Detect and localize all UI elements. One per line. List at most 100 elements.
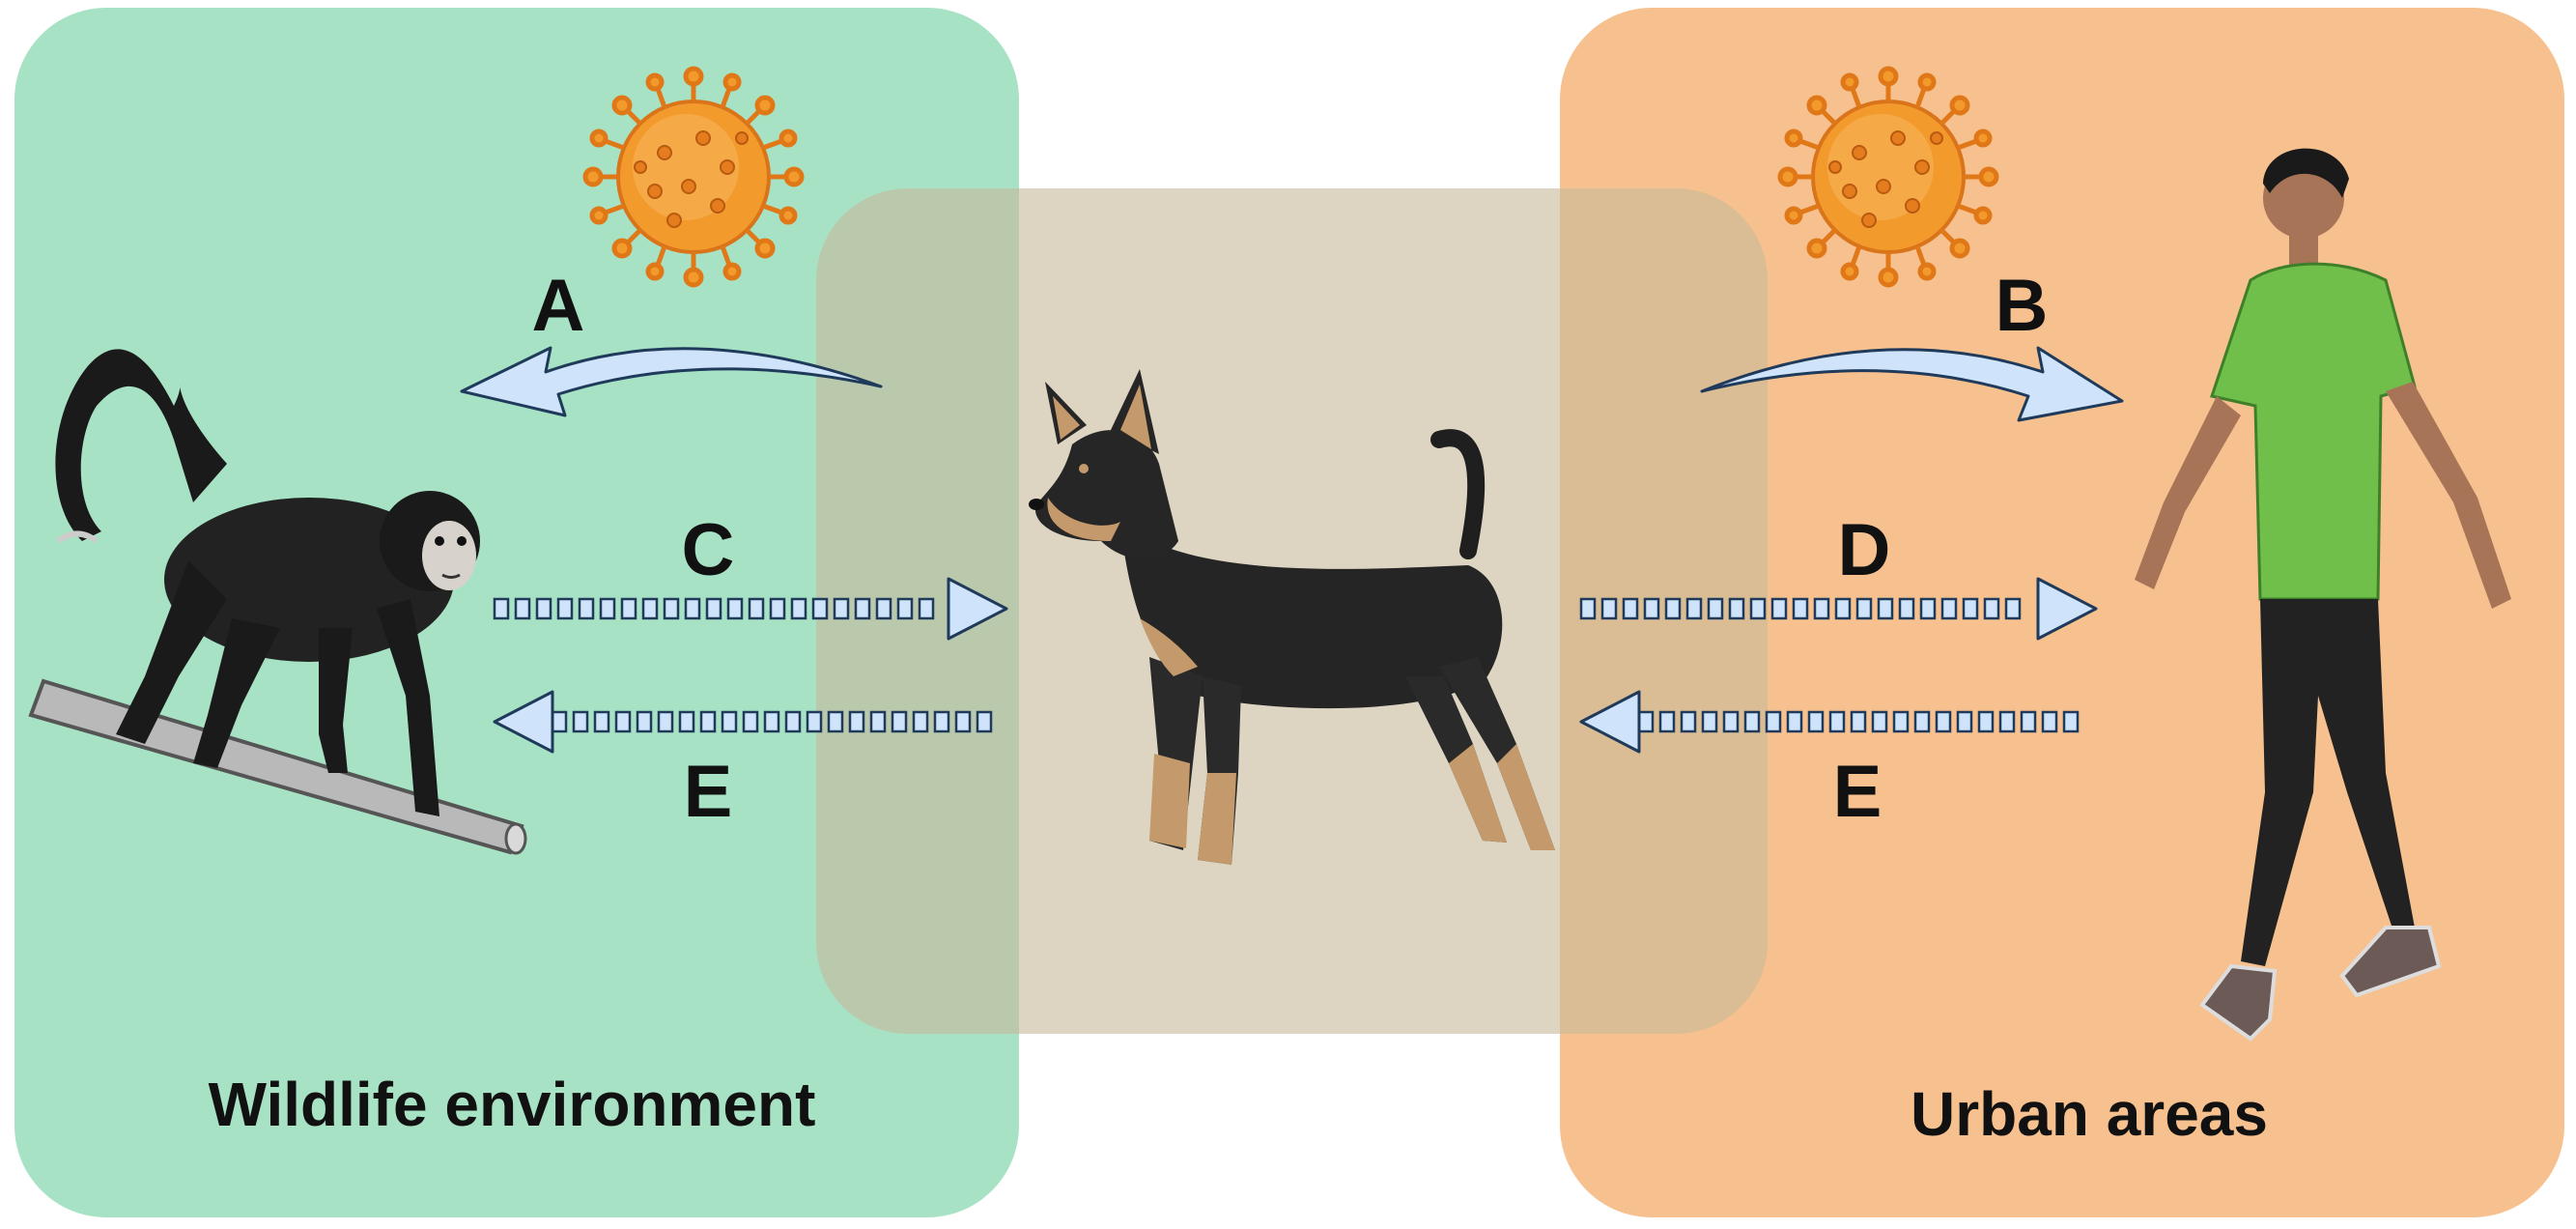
human-icon [2135, 148, 2511, 1042]
arrow-c-segment [790, 597, 807, 620]
arrow-c-segment [663, 597, 680, 620]
arrow-e-right-segment [2062, 710, 2080, 733]
arrow-c-segment [599, 597, 616, 620]
arrow-e-right-segment [1913, 710, 1931, 733]
arrow-c-segment [705, 597, 722, 620]
arrow-e-left-segment [763, 710, 780, 733]
arrow-e-right-segment [1807, 710, 1825, 733]
arrow-e-right-segment [1998, 710, 2016, 733]
arrow-d-head [2036, 577, 2098, 641]
arrow-e-right-segment [2020, 710, 2037, 733]
arrow-b [1700, 346, 2124, 422]
arrow-e-right-segment [1701, 710, 1718, 733]
arrow-c-segment [896, 597, 914, 620]
arrow-e-right-segment [1743, 710, 1761, 733]
arrow-d-segment [1898, 597, 1915, 620]
arrow-e-left-segment [891, 710, 908, 733]
arrow-c-segment [578, 597, 595, 620]
arrow-d-segment [1579, 597, 1597, 620]
arrow-c-segment [748, 597, 765, 620]
virus-right-icon [1780, 69, 1996, 285]
arrow-e-right-segment [1935, 710, 1952, 733]
arrow-e-left-head [493, 690, 554, 754]
arrow-d-segment [1813, 597, 1830, 620]
arrow-d-segment [2004, 597, 2022, 620]
arrow-e-left-segment [721, 710, 738, 733]
arrow-e-left-segment [976, 710, 993, 733]
arrow-e-left-segment [827, 710, 844, 733]
arrow-e-right-segment [1765, 710, 1782, 733]
arrow-c-segment [726, 597, 744, 620]
arrow-e-left [493, 690, 993, 754]
arrow-d-segment [1643, 597, 1660, 620]
label-e-right: E [1833, 751, 1882, 833]
arrow-c [493, 577, 1008, 641]
virus-left-icon [585, 69, 802, 285]
arrow-d-segment [1877, 597, 1894, 620]
monkey-icon [28, 349, 527, 855]
arrow-c-segment [535, 597, 552, 620]
arrow-d-segment [1792, 597, 1809, 620]
arrow-e-left-segment [784, 710, 802, 733]
arrow-d-segment [1685, 597, 1703, 620]
arrow-d-segment [1962, 597, 1979, 620]
arrow-e-left-segment [614, 710, 632, 733]
arrow-d-segment [1855, 597, 1873, 620]
arrow-c-segment [514, 597, 531, 620]
arrow-e-left-segment [593, 710, 610, 733]
arrow-e-left-segment [572, 710, 589, 733]
arrow-e-right-segment [1850, 710, 1867, 733]
arrow-e-left-segment [933, 710, 950, 733]
arrow-e-left-segment [954, 710, 972, 733]
arrow-c-head [947, 577, 1008, 641]
label-c: C [682, 509, 735, 591]
arrow-e-right-segment [1658, 710, 1676, 733]
arrow-e-left-segment [657, 710, 674, 733]
label-d: D [1838, 509, 1891, 591]
arrow-d-segment [1622, 597, 1639, 620]
arrow-e-right [1579, 690, 2080, 754]
arrow-e-right-segment [1956, 710, 1973, 733]
arrow-e-left-segment [742, 710, 759, 733]
arrow-e-right-head [1579, 690, 1641, 754]
arrow-d-segment [1728, 597, 1745, 620]
arrow-d [1579, 577, 2098, 641]
arrow-d-segment [1749, 597, 1767, 620]
arrow-d-segment [1919, 597, 1937, 620]
arrow-e-left-segment [806, 710, 823, 733]
arrow-c-segment [811, 597, 829, 620]
dog-icon [1029, 369, 1555, 865]
arrow-e-right-segment [1977, 710, 1995, 733]
arrow-e-right-segment [2041, 710, 2058, 733]
arrow-c-segment [769, 597, 786, 620]
arrow-d-segment [1770, 597, 1788, 620]
arrow-e-left-segment [869, 710, 887, 733]
arrow-d-segment [1940, 597, 1958, 620]
arrow-d-segment [1664, 597, 1682, 620]
label-b: B [1996, 265, 2049, 347]
arrow-c-segment [620, 597, 637, 620]
arrow-c-segment [684, 597, 701, 620]
arrow-d-segment [1834, 597, 1852, 620]
arrow-e-right-segment [1786, 710, 1803, 733]
label-e-left: E [684, 751, 733, 833]
arrow-e-right-segment [1828, 710, 1846, 733]
arrow-e-left-segment [699, 710, 717, 733]
arrow-d-segment [1600, 597, 1618, 620]
arrow-e-right-segment [1637, 710, 1655, 733]
arrow-c-segment [556, 597, 574, 620]
arrow-e-left-segment [678, 710, 695, 733]
urban-label: Urban areas [1911, 1079, 2268, 1149]
arrow-c-segment [875, 597, 892, 620]
arrow-d-segment [1707, 597, 1724, 620]
arrow-c-segment [918, 597, 935, 620]
arrow-e-right-segment [1871, 710, 1888, 733]
arrow-e-right-segment [1680, 710, 1697, 733]
arrow-e-left-segment [636, 710, 653, 733]
arrow-e-right-segment [1892, 710, 1910, 733]
wildlife-label: Wildlife environment [209, 1070, 816, 1139]
arrow-e-right-segment [1722, 710, 1740, 733]
arrow-c-segment [493, 597, 510, 620]
arrow-e-left-segment [848, 710, 865, 733]
